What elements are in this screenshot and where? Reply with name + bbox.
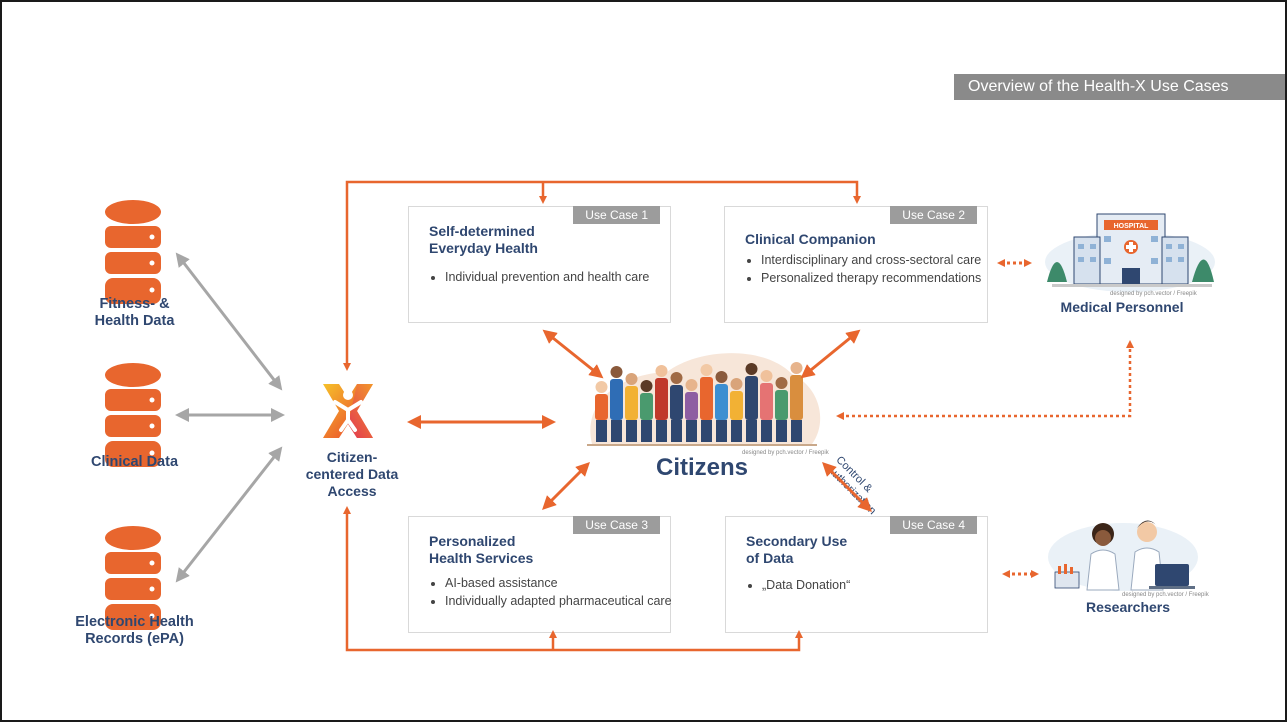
database-icon-epa [105, 526, 161, 630]
use-case-2-tag: Use Case 2 [890, 206, 977, 224]
citizen-figure [715, 384, 728, 420]
citizen-figure [610, 379, 623, 420]
hub-label: Citizen- centered Data Access [305, 449, 399, 499]
citizens-label: Citizens [655, 454, 748, 481]
citizen-head [730, 378, 743, 390]
citizen-legs [791, 420, 802, 442]
citizen-head [595, 381, 608, 393]
arrow-citizens-uc2 [800, 329, 861, 379]
citizen-head [775, 377, 788, 389]
arrow-citizens-uc4 [822, 462, 872, 512]
citizen-legs [746, 420, 757, 442]
citizen-head [670, 372, 683, 384]
citizen-legs [656, 420, 667, 442]
citizen-legs [611, 420, 622, 442]
citizen-head [685, 379, 698, 391]
citizens-credit: designed by pch.vector / Freepik [742, 450, 829, 456]
citizen-head [625, 373, 638, 385]
hospital-illustration: HOSPITAL [1045, 213, 1215, 292]
citizen-figure [625, 386, 638, 420]
bottom-loop-line [343, 506, 803, 652]
citizen-head [715, 371, 728, 383]
researchers-label: Researchers [1085, 599, 1171, 615]
fitness-health-data-label: Fitness- & Health Data [94, 296, 175, 329]
citizen-legs [731, 420, 742, 442]
citizen-figure [790, 375, 803, 420]
citizen-legs [641, 420, 652, 442]
citizen-figure [700, 377, 713, 420]
citizen-figure [670, 385, 683, 420]
arrow-epa-hub [175, 446, 283, 583]
use-case-4-tag: Use Case 4 [890, 516, 977, 534]
medical-personnel-label: Medical Personnel [1060, 299, 1184, 315]
epa-label: Electronic Health Records (ePA) [75, 614, 194, 647]
citizen-legs [686, 420, 697, 442]
arrow-citizens-uc1 [542, 329, 604, 379]
citizen-figure [655, 378, 668, 420]
health-x-logo-icon [323, 384, 373, 438]
top-loop-line [343, 180, 861, 371]
citizen-legs [626, 420, 637, 442]
title-banner: Overview of the Health-X Use Cases [954, 74, 1285, 100]
researchers-illustration [1048, 520, 1198, 591]
arrow-fitness-hub [175, 252, 283, 391]
citizen-legs [716, 420, 727, 442]
clinical-data-label: Clinical Data [90, 454, 179, 470]
arrow-citizens-uc3 [542, 462, 590, 510]
hospital-sign: HOSPITAL [1114, 223, 1150, 230]
citizen-figure [685, 392, 698, 420]
citizen-figure [760, 383, 773, 420]
citizen-figure [595, 394, 608, 420]
medical-credit: designed by pch.vector / Freepik [1110, 291, 1197, 297]
researchers-credit: designed by pch.vector / Freepik [1122, 592, 1209, 598]
citizen-legs [701, 420, 712, 442]
citizen-head [760, 370, 773, 382]
citizen-head [640, 380, 653, 392]
citizen-legs [671, 420, 682, 442]
citizen-figure [640, 393, 653, 420]
citizen-figure [745, 376, 758, 420]
citizen-legs [776, 420, 787, 442]
database-icon-clinical [105, 363, 161, 467]
citizen-legs [761, 420, 772, 442]
citizen-legs [596, 420, 607, 442]
dotted-citizens-medical [836, 340, 1134, 420]
citizen-figure [775, 390, 788, 420]
database-icon-fitness [105, 200, 161, 304]
citizen-figure [730, 391, 743, 420]
